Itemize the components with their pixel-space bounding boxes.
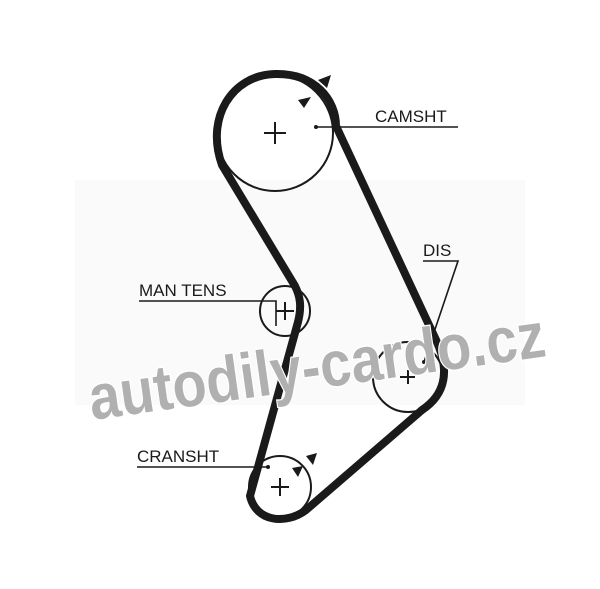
crankshaft-leader-dot xyxy=(266,465,270,469)
camshaft-label: CAMSHT xyxy=(375,107,447,126)
distributor-label: DIS xyxy=(423,241,451,260)
camshaft-leader-dot xyxy=(314,125,318,129)
tensioner-pulley xyxy=(259,285,311,337)
distributor-leader-dot xyxy=(422,360,426,364)
crankshaft-label: CRANSHT xyxy=(137,447,219,466)
rotation-arrow-icon xyxy=(298,97,311,108)
rotation-arrow-icon xyxy=(306,453,317,465)
rotation-arrow-icon xyxy=(318,75,331,88)
distributor-leader-line xyxy=(423,260,460,363)
crankshaft-center-mark xyxy=(271,478,289,496)
timing-belt xyxy=(213,69,449,524)
tensioner-center-mark xyxy=(276,302,294,320)
tensioner-leader-line xyxy=(139,300,277,326)
tensioner-label: MAN TENS xyxy=(139,281,227,300)
rotation-arrow-icon xyxy=(292,466,303,477)
distributor-center-mark xyxy=(400,370,415,384)
camshaft-center-mark xyxy=(264,122,286,144)
